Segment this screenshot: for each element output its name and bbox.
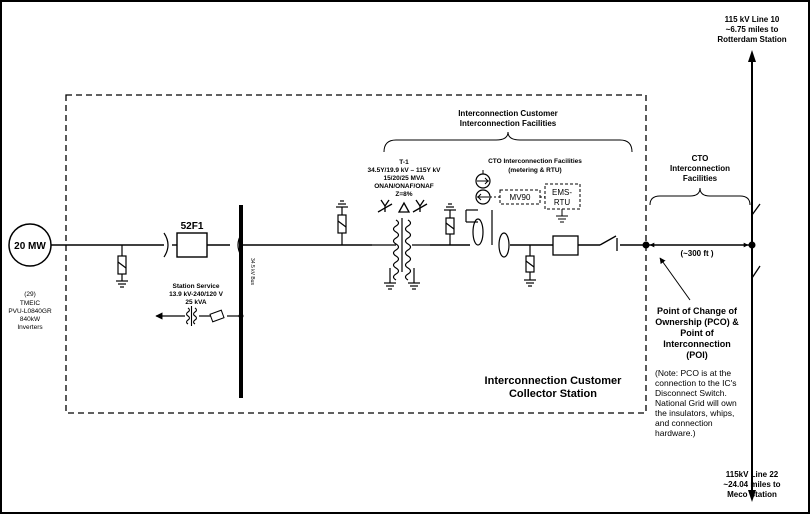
pco-node <box>642 241 650 249</box>
note-line1: (Note: PCO is at the <box>655 368 731 378</box>
note-line7: hardware.) <box>655 428 696 438</box>
cto-metering: MV90 EMS- RTU CTO Interconnection Facili… <box>475 158 582 223</box>
generator-rating: 20 MW <box>14 241 46 252</box>
pco-line2: Ownership (PCO) & <box>655 317 739 327</box>
generator-size: 840kW <box>20 316 41 323</box>
pco-line1: Point of Change of <box>657 306 738 316</box>
cto-ic-facilities-line3: Facilities <box>683 174 718 183</box>
transformer-id: T-1 <box>399 159 409 166</box>
line-top-title: 115 kV Line 10 <box>725 15 780 24</box>
line-bottom-title: 115kV Line 22 <box>726 470 779 479</box>
generator-kind: Inverters <box>17 324 43 331</box>
pco-line3: Point of <box>680 328 714 338</box>
station-service-voltage: 13.9 kV-240/120 V <box>169 291 224 298</box>
distance-label-bg <box>676 247 718 259</box>
line-bottom-arrow <box>748 490 756 502</box>
distance-label: (~300 ft ) <box>680 249 713 258</box>
cto-facilities-title: CTO Interconnection Facilities <box>488 158 582 165</box>
ic-facilities-line2: Interconnection Facilities <box>460 119 557 128</box>
transformer-winding-symbols <box>377 199 428 213</box>
station-service-fuse <box>209 309 225 323</box>
breaker-box <box>176 232 208 258</box>
pco-pointer <box>659 257 691 301</box>
pco-note: (Note: PCO is at the connection to the I… <box>655 368 737 438</box>
note-line4: National Grid will own <box>655 398 737 408</box>
cto-ic-facilities-line2: Interconnection <box>670 164 730 173</box>
ic-disconnect-switch <box>599 235 618 251</box>
transformer-impedance: Z=8% <box>395 191 412 198</box>
collector-station-line2: Collector Station <box>509 388 597 400</box>
line-top-arrow <box>748 50 756 62</box>
station-service-rating: 25 kVA <box>185 299 207 306</box>
transformer-voltage: 34.5Y/19.9 kV – 115Y kV <box>368 167 442 174</box>
pco-line5: (POI) <box>686 350 708 360</box>
mv90-label: MV90 <box>510 193 531 202</box>
note-line3: Disconnect Switch. <box>655 388 727 398</box>
collector-station-boundary <box>65 94 647 414</box>
line-bottom-station: Meco Station <box>727 490 777 499</box>
ems-rtu-line1: EMS- <box>552 188 572 197</box>
cto-ic-facilities-line1: CTO <box>692 154 709 163</box>
station-service-transformer <box>185 306 198 326</box>
collector-station-line1: Interconnection Customer <box>485 375 623 387</box>
revenue-meter-box <box>552 235 579 256</box>
note-line5: the insulators, whips, <box>655 408 734 418</box>
generator-count: (29) <box>24 291 36 298</box>
ems-rtu-line2: RTU <box>554 198 571 207</box>
transformer-mva: 15/20/25 MVA <box>383 175 424 182</box>
surge-arrester-2 <box>336 200 348 245</box>
transformer-cooling: ONAN/ONAF/ONAF <box>374 183 434 190</box>
note-line2: connection to the IC's <box>655 378 736 388</box>
line-bottom-distance: ~24.04 miles to <box>723 480 780 489</box>
surge-arrester-3 <box>444 203 456 245</box>
station-service-title: Station Service <box>173 283 220 290</box>
cto-facilities-sub: (metering & RTU) <box>508 167 561 174</box>
generator-model: TMEIC <box>20 300 41 307</box>
surge-arrester-1 <box>116 245 128 288</box>
current-transformers <box>465 209 510 258</box>
line-top-distance: ~6.75 miles to <box>726 25 779 34</box>
breaker-52f1: 52F1 <box>163 221 243 258</box>
tap-node <box>748 241 756 249</box>
generator: 20 MW (29) TMEIC PVU-L0840GR 840kW Inver… <box>8 223 52 331</box>
line-top-station: Rotterdam Station <box>717 35 786 44</box>
breaker-label: 52F1 <box>181 221 204 232</box>
station-service: Station Service 13.9 kV-240/120 V 25 kVA <box>155 283 244 326</box>
note-line6: and connection <box>655 418 713 428</box>
pco-line4: Interconnection <box>663 339 731 349</box>
bus-label: 34.5 kV Bus <box>249 258 255 285</box>
transformer-t1: T-1 34.5Y/19.9 kV – 115Y kV 15/20/25 MVA… <box>368 159 442 290</box>
ic-facilities-brace <box>383 131 633 153</box>
cto-facilities-brace <box>649 187 751 206</box>
line-switches <box>751 203 761 279</box>
surge-arrester-4 <box>524 245 536 287</box>
generator-model-2: PVU-L0840GR <box>8 308 52 315</box>
ic-facilities-line1: Interconnection Customer <box>458 109 558 118</box>
